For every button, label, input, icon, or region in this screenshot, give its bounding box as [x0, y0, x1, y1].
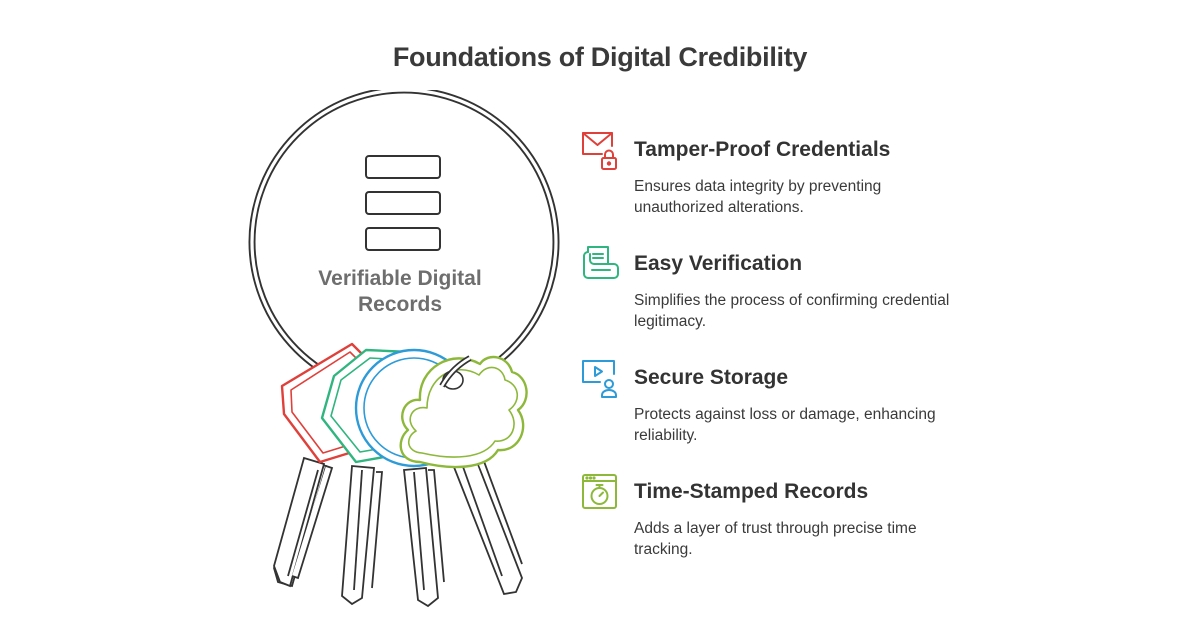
key-blade-1: [273, 456, 334, 588]
key-head-cloud: [399, 355, 528, 469]
feature-item-time-stamped: Time-Stamped Records Adds a layer of tru…: [578, 470, 998, 570]
page-title: Foundations of Digital Credibility: [392, 42, 808, 72]
feature-item-easy-verification: Easy Verification Simplifies the process…: [578, 242, 998, 342]
feature-description: Simplifies the process of confirming cre…: [634, 292, 950, 330]
keyring-illustration: [248, 90, 560, 608]
server-stack-icon: [365, 155, 441, 251]
key-blades: [273, 452, 523, 608]
center-label-line1: Verifiable Digital: [318, 267, 482, 290]
feature-title: Tamper-Proof Credentials: [634, 138, 891, 161]
media-user-icon: [582, 360, 617, 398]
feature-item-secure-storage: Secure Storage Protects against loss or …: [578, 356, 998, 456]
key-blade-3: [403, 467, 445, 608]
feature-title: Time-Stamped Records: [634, 480, 869, 503]
certificate-icon: [583, 246, 619, 279]
feature-title: Secure Storage: [634, 366, 789, 389]
center-label-line2: Records: [357, 293, 443, 316]
feature-description: Adds a layer of trust through precise ti…: [634, 520, 917, 558]
feature-description: Ensures data integrity by preventing una…: [634, 178, 882, 216]
envelope-lock-icon: [582, 132, 617, 170]
key-blade-4: [450, 452, 523, 596]
feature-item-tamper-proof: Tamper-Proof Credentials Ensures data in…: [578, 128, 998, 228]
feature-description: Protects against loss or damage, enhanci…: [634, 406, 936, 444]
key-blade-2: [341, 465, 383, 606]
stopwatch-window-icon: [582, 474, 617, 509]
center-label: Verifiable Digital Records: [300, 266, 500, 318]
feature-title: Easy Verification: [634, 252, 803, 275]
